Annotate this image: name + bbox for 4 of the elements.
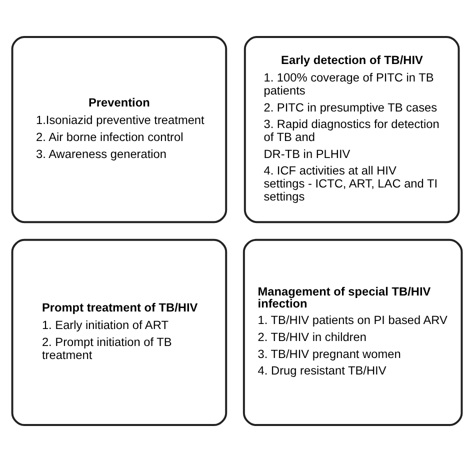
node-box: Prevention 1.Isoniazid preventive treatment 2. Air borne infection control 3. Awareness generation	[11, 36, 228, 224]
node-box: Management of special TB/HIV infection 1. TB/HIV patients on PI based ARV 2. TB/HIV in children 3. TB/HIV pregnant women 4. Drug resistant TB/HIV	[242, 238, 463, 426]
node-box: Early detection of TB/HIV 1. 100% coverage of PITC in TB patients 2. PITC in presumptive TB cases 3. Rapid diagnostics for detection of TB and DR-TB in PLHIV 4. ICF activities at all HIV settings - ICTC, ART, LAC and TI settings	[244, 36, 460, 224]
node-box: Prompt treatment of TB/HIV 1. Early initiation of ART 2. Prompt initiation of TB treatment	[11, 238, 228, 426]
